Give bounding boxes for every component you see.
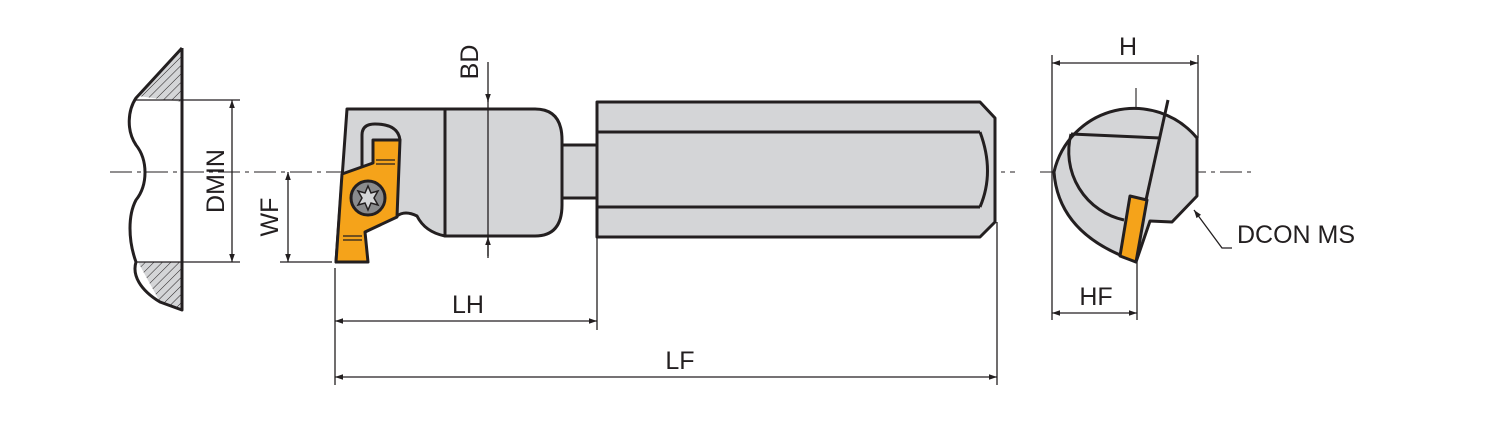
shank [595,100,997,239]
lh-label: LH [452,291,484,319]
h-label: H [1119,33,1137,61]
end-view-insert [1118,194,1149,264]
bd-label: BD [456,45,484,80]
lf-label: LF [665,347,694,375]
dcon-ms-label: DCON MS [1237,221,1355,249]
dcon-ms-leader [1193,209,1232,249]
tool-end-view: H HF DCON MS [1051,33,1355,320]
wf-label: WF [256,198,284,237]
dmin-label: DMIN [202,149,230,213]
tool-side-view: BD WF LH LF [256,45,998,385]
neck [443,107,564,238]
hf-label: HF [1079,283,1112,311]
workpiece-section: DMIN [127,46,240,312]
